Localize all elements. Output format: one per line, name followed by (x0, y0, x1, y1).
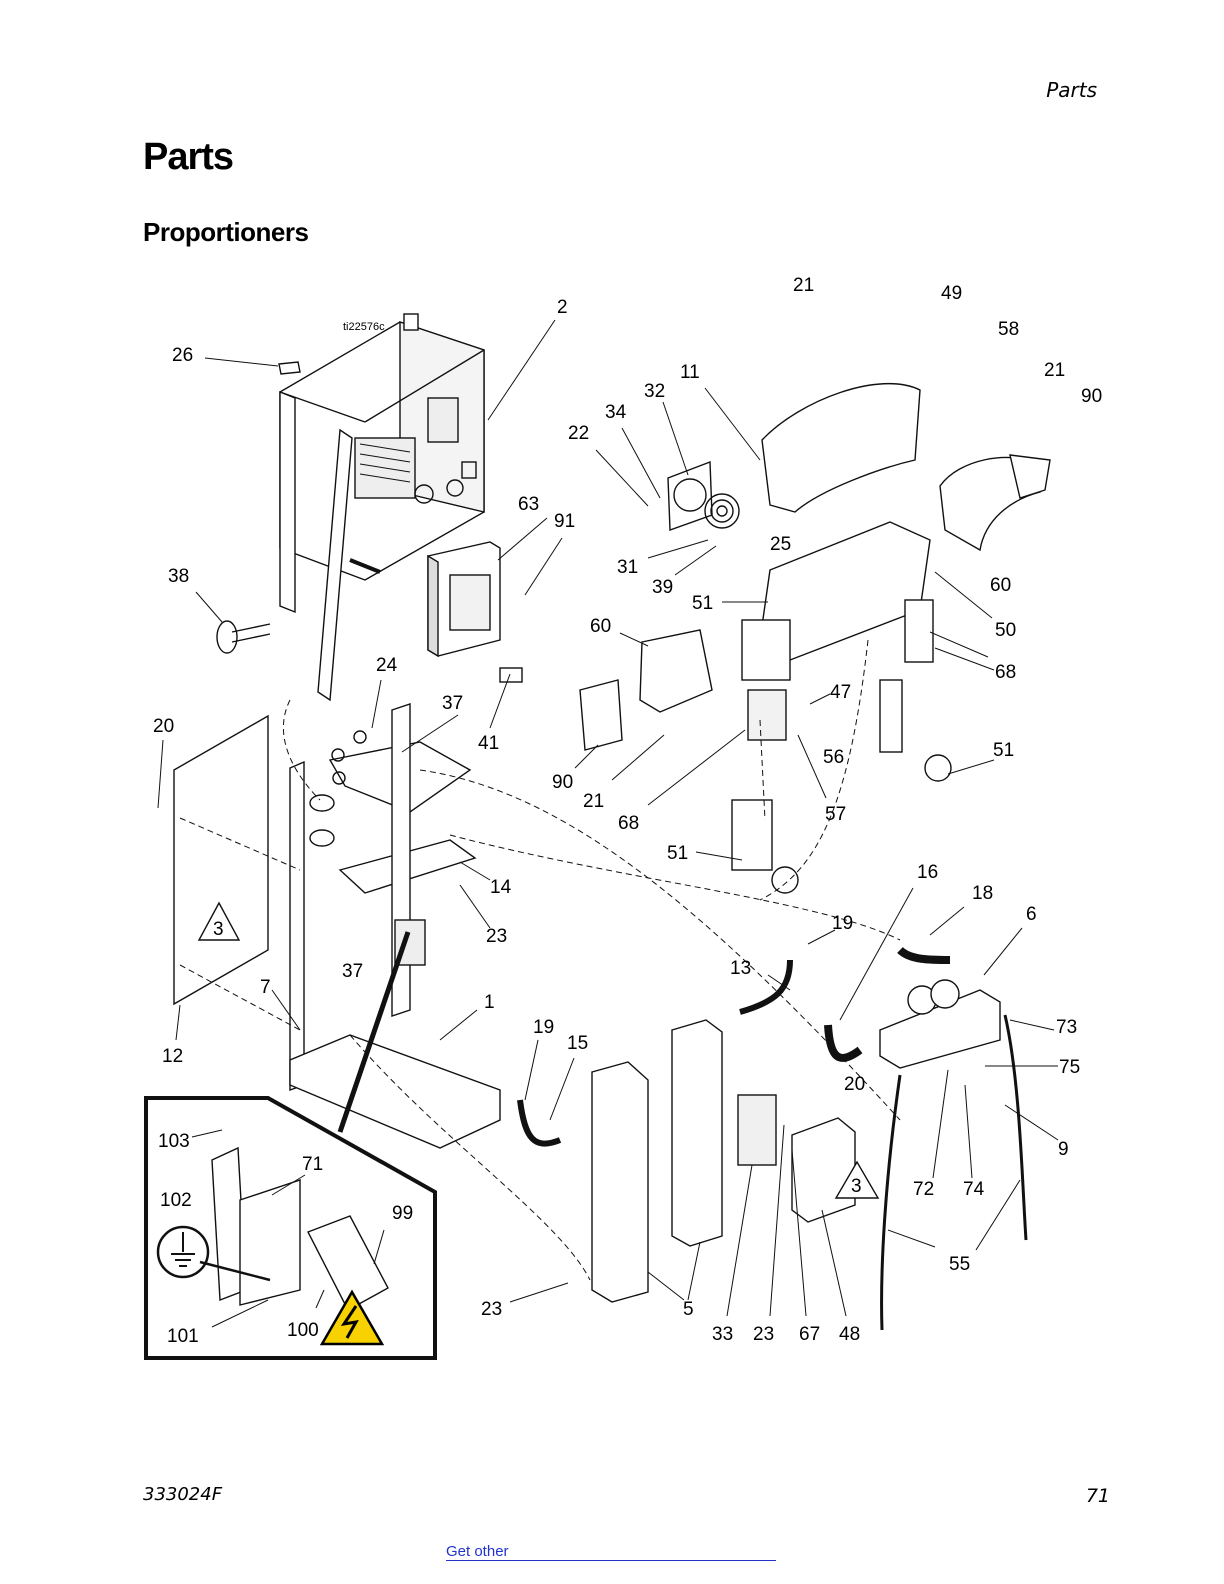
callout-1: 1 (484, 992, 495, 1013)
callout-74: 74 (963, 1179, 985, 1200)
callout-48: 48 (839, 1324, 860, 1345)
manifold-illustration (828, 950, 1026, 1330)
callout-13: 13 (730, 958, 751, 979)
callout-68: 68 (618, 813, 639, 834)
callout-41: 41 (478, 733, 499, 754)
callout-26: 26 (172, 345, 193, 366)
callout-90: 90 (552, 772, 573, 793)
callout-3: 3 (213, 919, 224, 940)
callout-99: 99 (392, 1203, 413, 1224)
callout-55: 55 (949, 1254, 970, 1275)
callout-63: 63 (518, 494, 539, 515)
callout-68: 68 (995, 662, 1016, 683)
callout-20: 20 (844, 1074, 865, 1095)
drive-module-illustration (428, 542, 522, 682)
callout-2: 2 (557, 297, 568, 318)
callout-90: 90 (1081, 386, 1102, 407)
callout-33: 33 (712, 1324, 733, 1345)
callout-37: 37 (342, 961, 363, 982)
callout-37: 37 (442, 693, 463, 714)
callout-6: 6 (1026, 904, 1037, 925)
callout-103: 103 (158, 1131, 190, 1152)
callout-32: 32 (644, 381, 665, 402)
callout-101: 101 (167, 1326, 199, 1347)
callout-34: 34 (605, 402, 627, 423)
callout-3: 3 (851, 1176, 862, 1197)
callout-56: 56 (823, 747, 844, 768)
callout-23: 23 (481, 1299, 502, 1320)
callout-14: 14 (490, 877, 512, 898)
callout-57: 57 (825, 804, 846, 825)
callout-19: 19 (832, 913, 853, 934)
frame-illustration (290, 704, 500, 1148)
callout-51: 51 (993, 740, 1014, 761)
page-number: 71 (1086, 1485, 1110, 1507)
callout-22: 22 (568, 423, 589, 444)
callout-75: 75 (1059, 1057, 1080, 1078)
callout-60: 60 (990, 575, 1011, 596)
callout-67: 67 (799, 1324, 820, 1345)
callout-21: 21 (1044, 360, 1065, 381)
callout-38: 38 (168, 566, 189, 587)
callout-25: 25 (770, 534, 791, 555)
callout-60: 60 (590, 616, 611, 637)
callout-16: 16 (917, 862, 938, 883)
motor-cover-illustration (762, 384, 1050, 550)
callout-49: 49 (941, 283, 962, 304)
fan-illustration (668, 462, 739, 530)
callout-39: 39 (652, 577, 673, 598)
document-number: 333024F (143, 1484, 222, 1505)
callout-100: 100 (287, 1320, 319, 1341)
callout-24: 24 (376, 655, 398, 676)
callout-58: 58 (998, 319, 1019, 340)
side-panel-illustration (174, 716, 268, 1004)
get-other-link[interactable]: Get other (446, 1543, 776, 1561)
figure-id: ti22576c (343, 321, 385, 333)
callout-9: 9 (1058, 1139, 1069, 1160)
callout-31: 31 (617, 557, 638, 578)
callout-20: 20 (153, 716, 174, 737)
callout-102: 102 (160, 1190, 192, 1211)
callout-72: 72 (913, 1179, 934, 1200)
callout-23: 23 (753, 1324, 774, 1345)
callout-71: 71 (302, 1154, 323, 1175)
electrical-hazard-icon (322, 1292, 382, 1344)
callout-91: 91 (554, 511, 575, 532)
callout-73: 73 (1056, 1017, 1077, 1038)
callout-19: 19 (533, 1017, 554, 1038)
callout-51: 51 (667, 843, 688, 864)
callout-12: 12 (162, 1046, 183, 1067)
callout-23: 23 (486, 926, 507, 947)
callout-21: 21 (583, 791, 604, 812)
callout-47: 47 (830, 682, 851, 703)
callout-21: 21 (793, 275, 814, 296)
callout-11: 11 (680, 362, 700, 383)
callout-50: 50 (995, 620, 1016, 641)
callout-18: 18 (972, 883, 993, 904)
callout-7: 7 (260, 977, 271, 998)
callout-15: 15 (567, 1033, 588, 1054)
callout-5: 5 (683, 1299, 694, 1320)
callout-51: 51 (692, 593, 713, 614)
heater-illustration (520, 960, 855, 1302)
